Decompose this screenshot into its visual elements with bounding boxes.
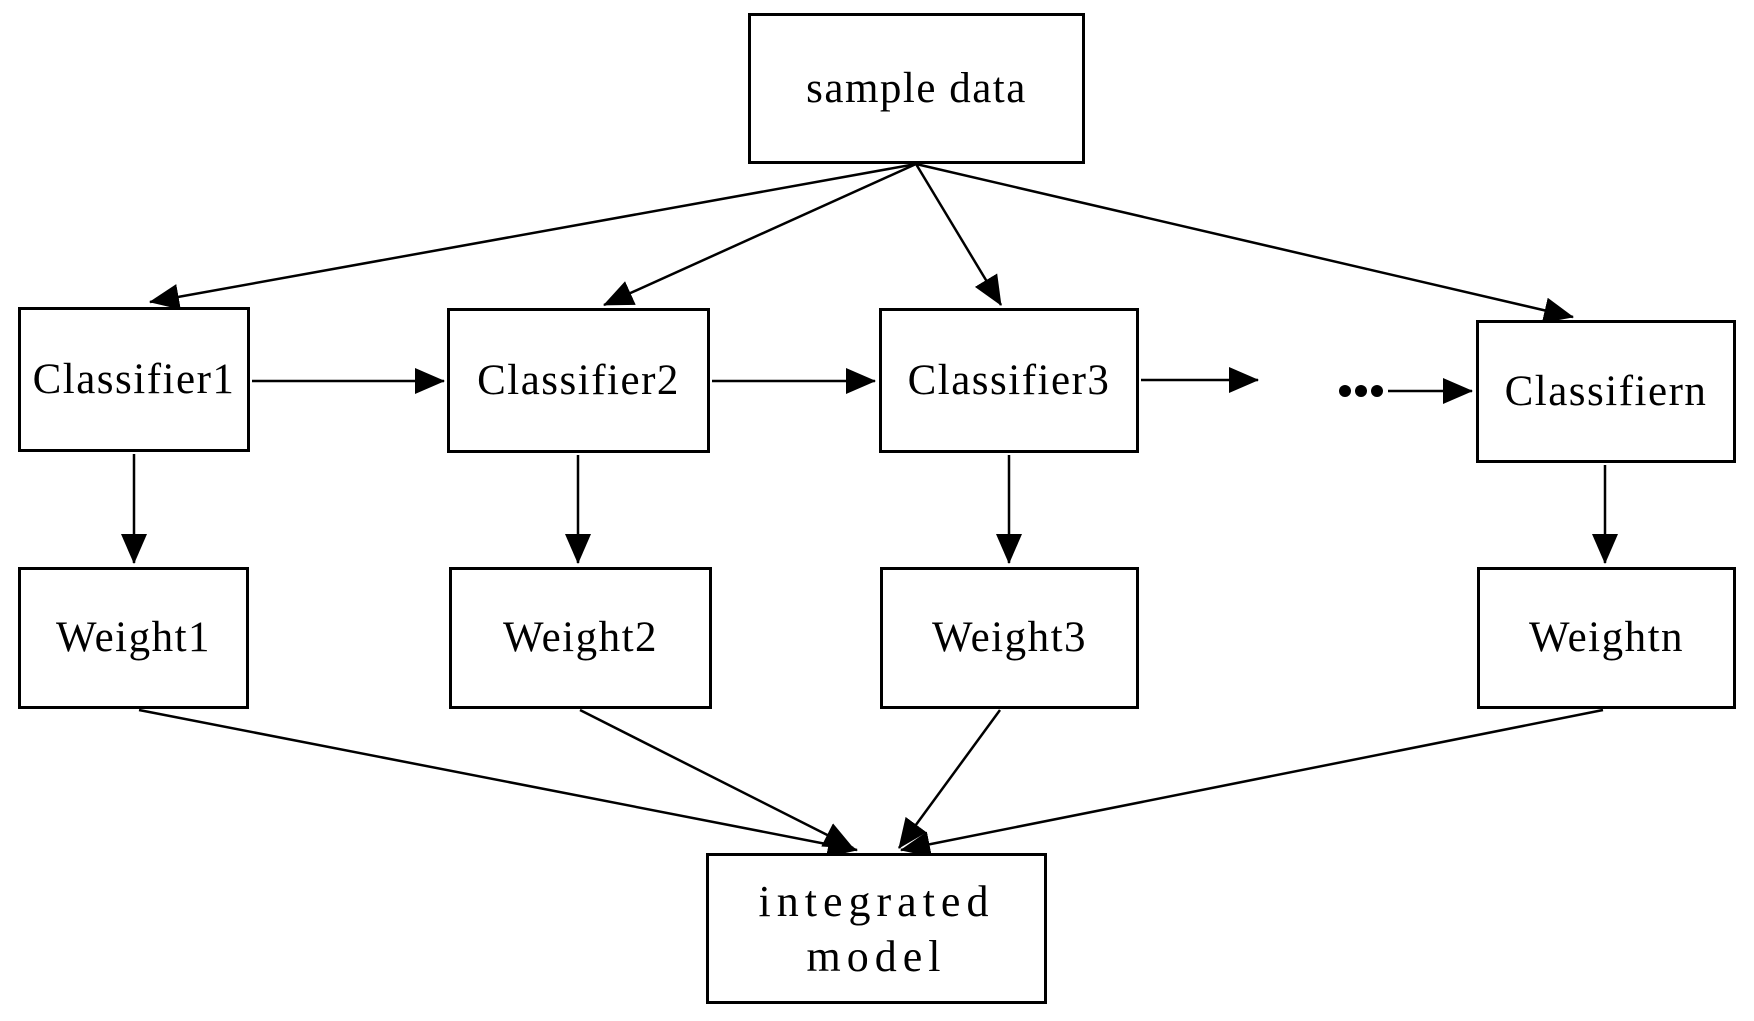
ellipsis-dot [1339, 385, 1351, 397]
edge-sample-to-classifier3 [914, 163, 1003, 306]
node-classifiern: Classifiern [1476, 320, 1736, 463]
node-label-weight2: Weight2 [502, 614, 659, 662]
edge-weight3-to-integrated [897, 709, 1002, 849]
node-integrated-model: integrated model [706, 853, 1047, 1004]
node-label-classifiern: Classifiern [1504, 367, 1708, 415]
node-weight3: Weight3 [880, 567, 1139, 709]
ellipsis-dot [1355, 385, 1367, 397]
edge-sample-to-classifier2 [603, 162, 917, 307]
node-weightn: Weightn [1477, 567, 1736, 709]
node-classifier2: Classifier2 [447, 308, 710, 453]
node-label-weightn: Weightn [1528, 614, 1685, 662]
edge-weight2-to-integrated [579, 708, 854, 850]
node-label-sample-data: sample data [806, 64, 1027, 112]
node-label-classifier3: Classifier3 [907, 356, 1111, 404]
node-sample-data: sample data [748, 13, 1085, 164]
node-weight2: Weight2 [449, 567, 712, 709]
edge-sample-to-classifiern [915, 162, 1574, 324]
edge-weightn-to-integrated [900, 708, 1604, 858]
node-weight1: Weight1 [18, 567, 249, 709]
node-label-classifier1: Classifier1 [32, 355, 236, 403]
node-classifier3: Classifier3 [879, 308, 1139, 453]
ellipsis-dots [1339, 385, 1383, 397]
node-label-integrated-model: integrated model [758, 876, 995, 981]
connector-arrows [121, 162, 1618, 858]
node-label-weight3: Weight3 [931, 614, 1088, 662]
edge-sample-to-classifier1 [149, 162, 917, 310]
ellipsis-dot [1371, 385, 1383, 397]
edge-weight1-to-integrated [138, 708, 858, 858]
node-label-weight1: Weight1 [55, 614, 212, 662]
node-classifier1: Classifier1 [18, 307, 250, 452]
node-label-classifier2: Classifier2 [477, 356, 680, 404]
